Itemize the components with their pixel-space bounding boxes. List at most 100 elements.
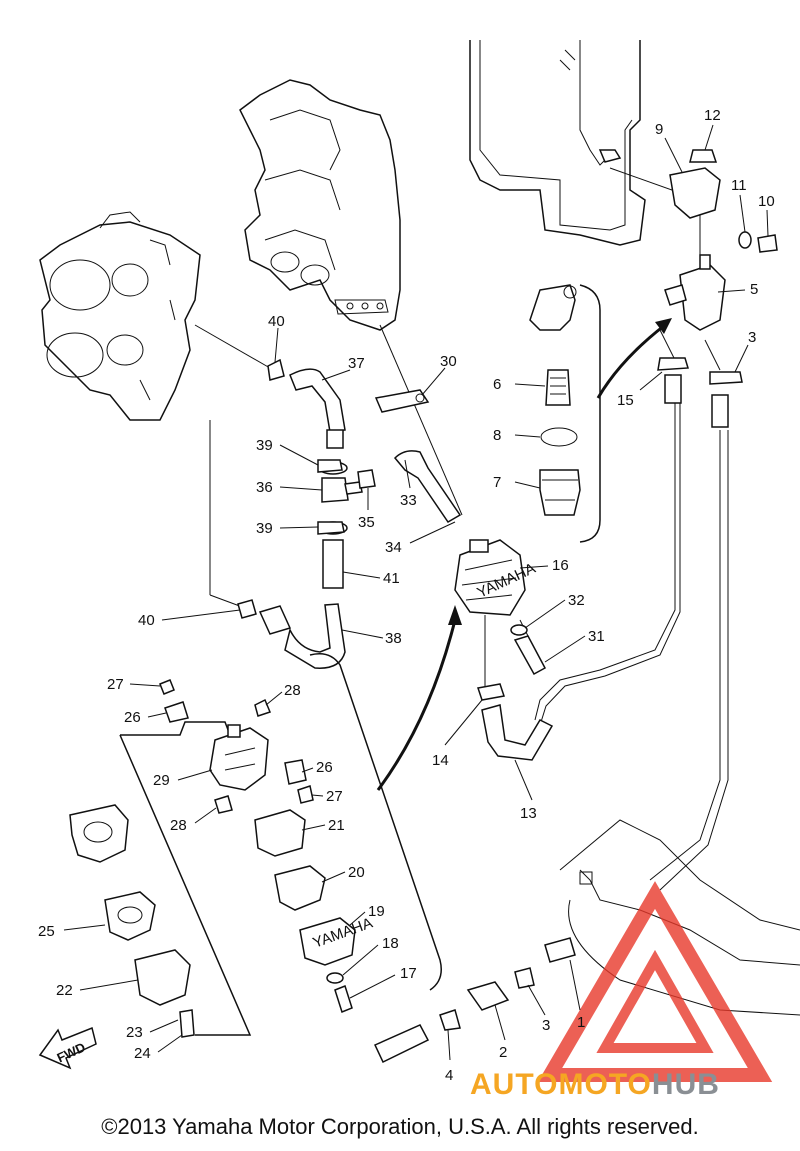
tank-connector-area xyxy=(373,819,800,1064)
label-26a: 26 xyxy=(124,709,167,726)
part-label-11: 11 xyxy=(731,177,747,194)
part-label-22: 22 xyxy=(56,982,73,999)
label-27a: 27 xyxy=(107,676,161,693)
label-3b: 3 xyxy=(527,984,550,1034)
part-label-19: 19 xyxy=(368,903,385,920)
label-4: 4 xyxy=(445,1029,453,1084)
part-label-29: 29 xyxy=(153,772,170,789)
part-label-27: 27 xyxy=(107,676,124,693)
automotohub-watermark: AUTOMOTOHUB xyxy=(470,1068,720,1102)
label-21: 21 xyxy=(301,817,345,834)
carburetor-assembly xyxy=(39,211,201,421)
label-29: 29 xyxy=(153,769,213,789)
label-10: 10 xyxy=(758,193,775,237)
part-label-9: 9 xyxy=(655,121,663,138)
label-28a: 28 xyxy=(265,682,301,706)
label-26b: 26 xyxy=(301,759,333,776)
label-41: 41 xyxy=(342,570,400,587)
part-label-14: 14 xyxy=(432,752,449,769)
part-label-32: 32 xyxy=(568,592,585,609)
watermark-logo-triangle xyxy=(537,881,773,1082)
bracket-parts xyxy=(669,149,778,253)
forward-direction-arrow: FWD xyxy=(38,1026,97,1070)
part-label-36: 36 xyxy=(256,479,273,496)
label-17: 17 xyxy=(349,965,417,999)
part-label-12: 12 xyxy=(704,107,721,124)
label-34: 34 xyxy=(385,521,456,556)
fuel-joint-part xyxy=(664,254,726,331)
label-18: 18 xyxy=(342,935,399,976)
watermark-text-automoto: AUTOMOTO xyxy=(470,1068,652,1101)
label-3a: 3 xyxy=(734,329,756,373)
part-label-40: 40 xyxy=(268,313,285,330)
part-label-7: 7 xyxy=(493,474,501,491)
label-40a: 40 xyxy=(268,313,285,363)
label-11: 11 xyxy=(731,177,747,233)
part-label-28-left: 28 xyxy=(170,817,187,834)
label-31: 31 xyxy=(544,628,605,663)
label-14: 14 xyxy=(432,699,483,769)
hose-assembly xyxy=(237,358,462,669)
part-label-13: 13 xyxy=(520,805,537,822)
part-label-20: 20 xyxy=(348,864,365,881)
part-label-39-lower: 39 xyxy=(256,520,273,537)
label-27b: 27 xyxy=(311,788,343,805)
part-label-39: 39 xyxy=(256,437,273,454)
engine-block-outline xyxy=(469,40,646,246)
fuel-filter-group xyxy=(529,284,601,543)
fuel-pump-assembly: YAMAHA xyxy=(454,539,554,761)
part-label-26: 26 xyxy=(124,709,141,726)
part-label-24: 24 xyxy=(134,1045,151,1062)
label-28b: 28 xyxy=(170,807,217,834)
label-39a: 39 xyxy=(256,437,319,466)
label-9: 9 xyxy=(655,121,683,173)
part-label-18: 18 xyxy=(382,935,399,952)
part-label-3: 3 xyxy=(748,329,756,346)
part-label-40-lower: 40 xyxy=(138,612,155,629)
part-labels: 1 2 3 3 4 5 6 7 8 9 10 11 12 13 14 15 16… xyxy=(38,107,775,1084)
label-8: 8 xyxy=(493,427,541,444)
label-25: 25 xyxy=(38,923,106,940)
part-label-10: 10 xyxy=(758,193,775,210)
assembly-bracket xyxy=(309,318,672,991)
label-37: 37 xyxy=(321,355,365,381)
part-label-4: 4 xyxy=(445,1067,453,1084)
part-label-33: 33 xyxy=(400,492,417,509)
part-label-38: 38 xyxy=(385,630,402,647)
label-6: 6 xyxy=(493,376,546,393)
cylinder-head-outline xyxy=(239,79,401,331)
part-label-37: 37 xyxy=(348,355,365,372)
label-20: 20 xyxy=(321,864,365,883)
part-label-30: 30 xyxy=(440,353,457,370)
part-label-31: 31 xyxy=(588,628,605,645)
part-label-21: 21 xyxy=(328,817,345,834)
label-33: 33 xyxy=(400,459,417,509)
part-label-34: 34 xyxy=(385,539,402,556)
label-36: 36 xyxy=(256,479,323,496)
watermark-text-hub: HUB xyxy=(651,1068,720,1101)
part-label-2: 2 xyxy=(499,1044,507,1061)
label-12: 12 xyxy=(704,107,721,151)
part-label-3-bottom: 3 xyxy=(542,1017,550,1034)
label-38: 38 xyxy=(341,629,402,647)
label-7: 7 xyxy=(493,474,541,491)
label-39b: 39 xyxy=(256,520,319,537)
copyright-footer: ©2013 Yamaha Motor Corporation, U.S.A. A… xyxy=(101,1114,699,1139)
pump-rebuild-parts: YAMAHA xyxy=(69,679,375,1038)
label-40b: 40 xyxy=(138,609,241,629)
part-label-26-right: 26 xyxy=(316,759,333,776)
label-35: 35 xyxy=(358,488,375,531)
part-label-16: 16 xyxy=(552,557,569,574)
label-5: 5 xyxy=(717,281,758,298)
part-label-23: 23 xyxy=(126,1024,143,1041)
connection-lines xyxy=(194,167,729,891)
part-label-5: 5 xyxy=(750,281,758,298)
part-label-28: 28 xyxy=(284,682,301,699)
part-label-25: 25 xyxy=(38,923,55,940)
part-label-35: 35 xyxy=(358,514,375,531)
part-label-1: 1 xyxy=(577,1014,585,1031)
label-19: 19 xyxy=(349,903,385,926)
label-32: 32 xyxy=(524,592,585,629)
label-15: 15 xyxy=(617,371,663,409)
